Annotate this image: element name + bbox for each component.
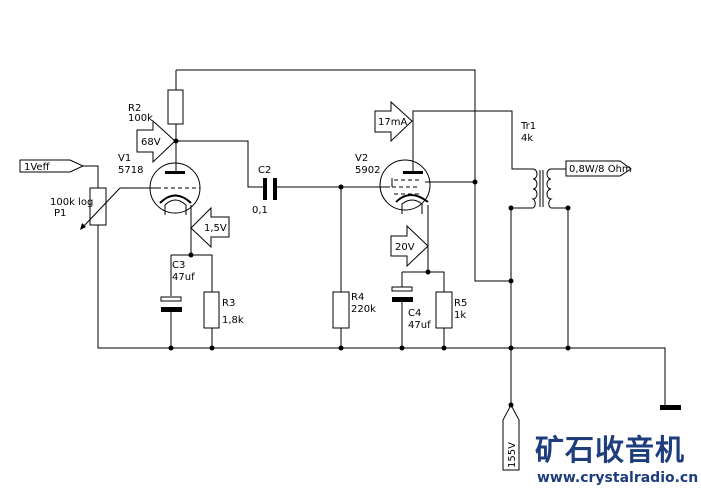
watermark-logo: 矿石收音机 www.crystalradio.cn bbox=[535, 433, 698, 486]
arrow-v2-plate-current: 17mA bbox=[374, 100, 413, 143]
capacitor-c4 bbox=[391, 286, 413, 302]
wires bbox=[83, 69, 666, 405]
input-tag: 1Veff bbox=[19, 159, 85, 173]
svg-text:1Veff: 1Veff bbox=[24, 162, 51, 173]
potentiometer-p1 bbox=[80, 187, 121, 230]
svg-text:0,8W/8 Ohm: 0,8W/8 Ohm bbox=[569, 164, 632, 175]
svg-text:47uf: 47uf bbox=[172, 272, 195, 283]
svg-text:68V: 68V bbox=[141, 137, 161, 148]
tube-v1 bbox=[149, 162, 201, 215]
output-tag: 0,8W/8 Ohm bbox=[565, 160, 632, 177]
svg-text:V1: V1 bbox=[118, 153, 131, 164]
junction-dots bbox=[168, 138, 571, 408]
svg-text:R5: R5 bbox=[454, 298, 467, 309]
capacitor-c3 bbox=[160, 296, 182, 312]
resistor-r5 bbox=[435, 291, 453, 329]
svg-text:V2: V2 bbox=[355, 153, 368, 164]
svg-text:www.crystalradio.cn: www.crystalradio.cn bbox=[537, 470, 698, 486]
arrow-v1-plate-voltage: 68V bbox=[136, 119, 176, 164]
svg-text:P1: P1 bbox=[54, 208, 66, 219]
svg-text:5902: 5902 bbox=[355, 165, 380, 176]
svg-text:47uf: 47uf bbox=[408, 320, 431, 331]
arrow-v1-cathode-voltage: 1,5V bbox=[190, 206, 230, 249]
resistor-r2 bbox=[167, 89, 184, 125]
svg-text:R4: R4 bbox=[351, 292, 364, 303]
tube-v2 bbox=[379, 159, 431, 214]
svg-text:C2: C2 bbox=[258, 165, 271, 176]
svg-text:矿石收音机: 矿石收音机 bbox=[535, 433, 685, 467]
svg-text:Tr1: Tr1 bbox=[520, 121, 536, 132]
svg-text:17mA: 17mA bbox=[378, 117, 407, 128]
svg-text:C4: C4 bbox=[408, 308, 421, 319]
svg-text:220k: 220k bbox=[351, 304, 376, 315]
component-labels: R2 100k V1 5718 100k log P1 C2 0,1 C3 47… bbox=[50, 103, 536, 331]
svg-text:0,1: 0,1 bbox=[252, 205, 268, 216]
arrow-v2-cathode-voltage: 20V bbox=[390, 224, 429, 268]
svg-text:1,8k: 1,8k bbox=[222, 315, 244, 326]
resistor-r4 bbox=[332, 291, 350, 329]
svg-text:R2: R2 bbox=[128, 103, 141, 114]
svg-text:5718: 5718 bbox=[118, 165, 143, 176]
svg-text:155V: 155V bbox=[507, 442, 518, 468]
supply-tag: 155V bbox=[502, 403, 520, 471]
svg-text:100k log: 100k log bbox=[50, 197, 93, 208]
svg-text:4k: 4k bbox=[521, 133, 533, 144]
svg-text:20V: 20V bbox=[395, 242, 415, 253]
svg-text:100k: 100k bbox=[128, 113, 153, 124]
transformer-tr1 bbox=[531, 168, 553, 209]
svg-text:1k: 1k bbox=[454, 310, 466, 321]
resistor-r3 bbox=[203, 291, 220, 329]
ground-symbol bbox=[660, 405, 681, 410]
svg-text:1,5V: 1,5V bbox=[204, 223, 227, 234]
capacitor-c2 bbox=[263, 178, 277, 200]
svg-text:R3: R3 bbox=[222, 298, 235, 309]
svg-text:C3: C3 bbox=[172, 260, 185, 271]
